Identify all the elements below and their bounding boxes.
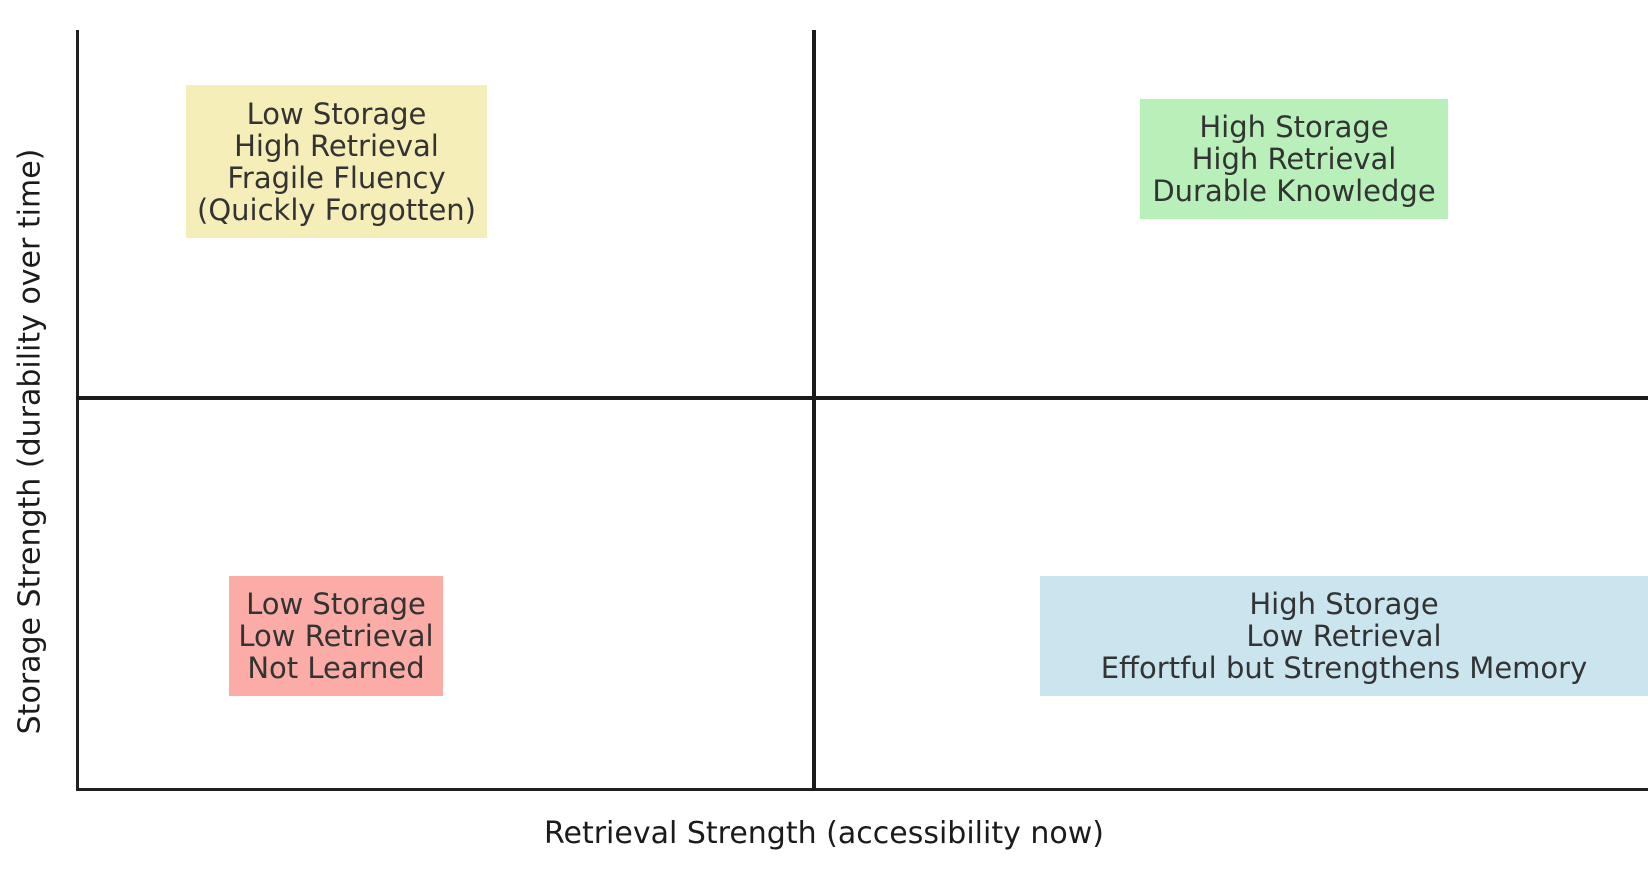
- quadrant-line-3: Effortful but Strengthens Memory: [1100, 651, 1588, 685]
- x-axis-title: Retrieval Strength (accessibility now): [544, 816, 1104, 851]
- quadrant-line-2: Low Retrieval: [238, 619, 434, 653]
- quadrant-label-low-storage-high-retrieval: Low Storage High Retrieval Fragile Fluen…: [186, 85, 487, 238]
- quadrant-label-high-storage-high-retrieval: High Storage High Retrieval Durable Know…: [1140, 99, 1448, 219]
- horizontal-quadrant-divider: [76, 396, 1648, 400]
- quadrant-line-2: Low Retrieval: [1246, 619, 1442, 653]
- x-axis-line: [76, 788, 1648, 791]
- vertical-quadrant-divider: [812, 30, 816, 791]
- quadrant-line-3: Durable Knowledge: [1152, 174, 1436, 208]
- y-axis-title: Storage Strength (durability over time): [12, 148, 48, 734]
- quadrant-line-2: High Retrieval: [234, 128, 439, 163]
- quadrant-label-high-storage-low-retrieval: High Storage Low Retrieval Effortful but…: [1040, 576, 1648, 696]
- quadrant-line-3: Not Learned: [247, 651, 425, 685]
- quadrant-line-1: High Storage: [1199, 110, 1389, 144]
- y-axis-line: [76, 30, 79, 791]
- quadrant-line-2: High Retrieval: [1191, 142, 1397, 176]
- quadrant-line-1: High Storage: [1249, 587, 1439, 621]
- quadrant-line-1: Low Storage: [246, 96, 427, 131]
- quadrant-line-3: Fragile Fluency: [227, 160, 446, 195]
- quadrant-line-4: (Quickly Forgotten): [197, 192, 476, 227]
- quadrant-label-low-storage-low-retrieval: Low Storage Low Retrieval Not Learned: [229, 576, 443, 696]
- quadrant-line-1: Low Storage: [246, 587, 426, 621]
- y-axis-title-wrap: Storage Strength (durability over time): [0, 0, 60, 882]
